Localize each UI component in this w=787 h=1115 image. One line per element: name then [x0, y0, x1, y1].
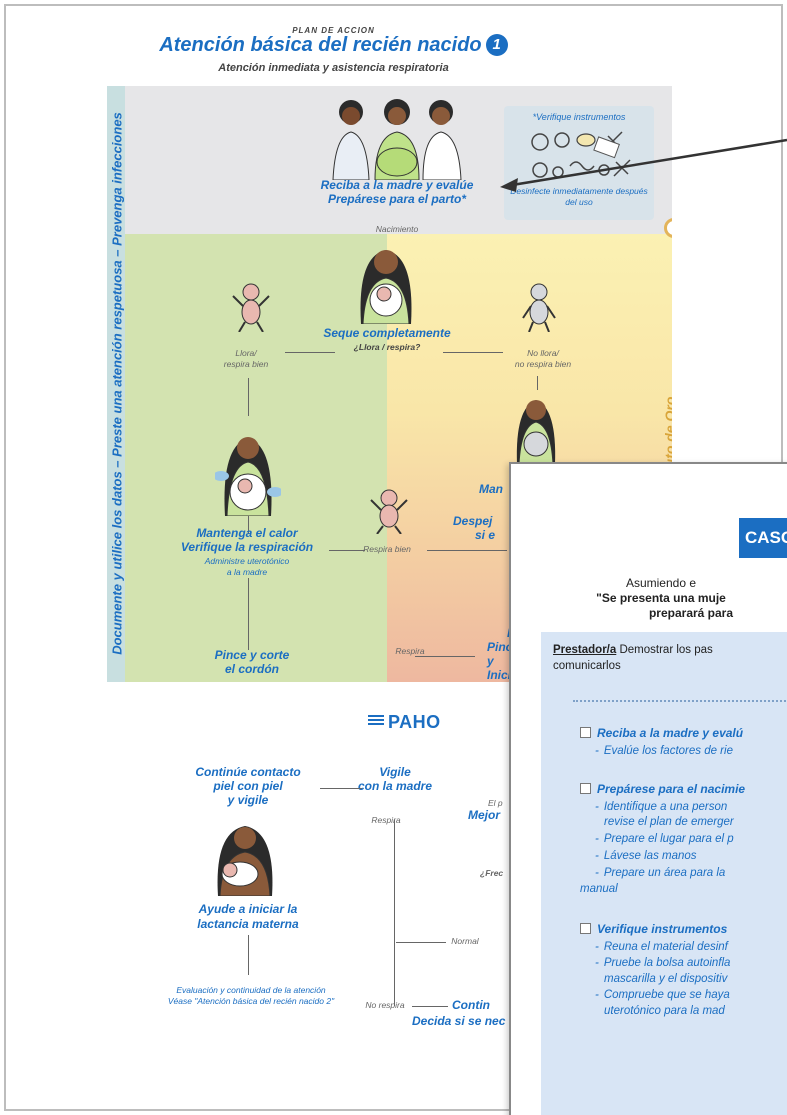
instruments-panel: *Verifique instrumentos Desinfecte inmed…: [504, 106, 654, 220]
mother-holding-baby-illustration: [215, 437, 281, 516]
breathing-baby-icon: [370, 489, 408, 534]
provider-instructions: Prestador/a Demostrar los pas comunicarl…: [553, 644, 713, 672]
partial-decide-label: Decida si se nec: [412, 1014, 506, 1028]
list-item: -Pruebe la bolsa autoinfla: [595, 957, 731, 969]
birth-label: Nacimiento: [375, 224, 419, 234]
list-item: -Evalúe los factores de rie: [595, 745, 733, 757]
case-badge: CASO: [739, 518, 787, 558]
instruments-title: *Verifique instrumentos: [532, 112, 626, 122]
intro-line-2: "Se presenta una muje: [596, 591, 726, 605]
breathes-well-label: Respira bien: [363, 544, 411, 554]
page-subtitle: Atención inmediata y asistencia respirat…: [218, 62, 449, 74]
right-vertical-line: [394, 820, 395, 1006]
list-item: -Prepare un área para la: [595, 867, 726, 879]
check-verify-instruments[interactable]: Verifique instrumentos: [580, 922, 787, 936]
intro-line-1: Asumiendo e: [625, 576, 697, 590]
check-receive-mother[interactable]: Reciba a la madre y evalú: [580, 726, 787, 740]
list-item: mascarilla y el dispositiv: [604, 973, 728, 985]
pointer-arrow: [500, 138, 787, 192]
line-to-eval: [248, 935, 249, 975]
dotted-divider: [573, 700, 787, 702]
cries-no-label: No llora/no respira bien: [514, 348, 572, 369]
crying-baby-icon: [232, 283, 270, 332]
breastfeeding-illustration: [217, 826, 273, 896]
no-breathe-label: No respira: [365, 1000, 405, 1010]
partial-keep-label: Man: [479, 482, 503, 496]
intro-line-3: preparará para: [648, 606, 734, 620]
mother-helpers-illustration: [332, 99, 462, 180]
breathes-label: Respira: [395, 646, 425, 656]
partial-mejor-label: Mejor: [468, 808, 501, 822]
cries-question: ¿Llora / respira?: [353, 342, 421, 352]
list-item: -Reuna el material desinf: [595, 941, 728, 953]
normal-label: Normal: [451, 936, 479, 946]
list-item: uterotónico para la mad: [604, 1005, 725, 1017]
list-item: -Lávese las manos: [595, 850, 697, 862]
list-item: -Compruebe que se haya: [595, 989, 730, 1001]
checklist-panel: [541, 632, 787, 1115]
title-number-badge: 1: [485, 34, 508, 56]
normal-line: [396, 942, 446, 943]
list-item: manual: [580, 883, 618, 895]
action-plan-poster: Documente y utilice los datos – Preste u…: [107, 86, 672, 682]
mother-drying-baby-illustration: [360, 250, 412, 324]
no-breathe-line: [412, 1006, 448, 1007]
case-checklist-overlay: CASO Asumiendo e "Se presenta una muje p…: [509, 462, 787, 1115]
header-kicker: PLAN DE ACCION: [292, 26, 375, 35]
clock-icon: [664, 218, 672, 238]
partial-frec-label: ¿Frec: [480, 868, 504, 878]
limp-baby-icon: [522, 283, 556, 332]
check-prepare-birth[interactable]: Prepárese para el nacimie: [580, 782, 787, 796]
checkbox[interactable]: [580, 783, 591, 794]
checkbox[interactable]: [580, 727, 591, 738]
case-intro: Asumiendo e "Se presenta una muje prepar…: [501, 576, 787, 621]
side-band: Documente y utilice los datos – Preste u…: [107, 86, 125, 682]
list-item: -Prepare el lugar para el p: [595, 833, 734, 845]
list-item: revise el plan de emerger: [604, 816, 734, 828]
dry-label: Seque completamente: [323, 326, 451, 340]
partial-contin-label: Contin: [452, 998, 490, 1012]
provider-label: Prestador/a: [553, 644, 617, 656]
list-item: -Identifique a una person: [595, 801, 728, 813]
arrow-watch-to-skin: [320, 788, 362, 789]
instruments-note: Desinfecte inmediatamente después del us…: [510, 186, 648, 207]
respira-label-2: Respira: [371, 815, 401, 825]
paho-logo: PAHO: [368, 712, 441, 733]
cries-yes-label: Llora/respira bien: [223, 348, 269, 369]
checkbox[interactable]: [580, 923, 591, 934]
partial-el-p-label: El p: [488, 798, 503, 808]
mother-stimulating-baby-illustration: [516, 400, 556, 464]
